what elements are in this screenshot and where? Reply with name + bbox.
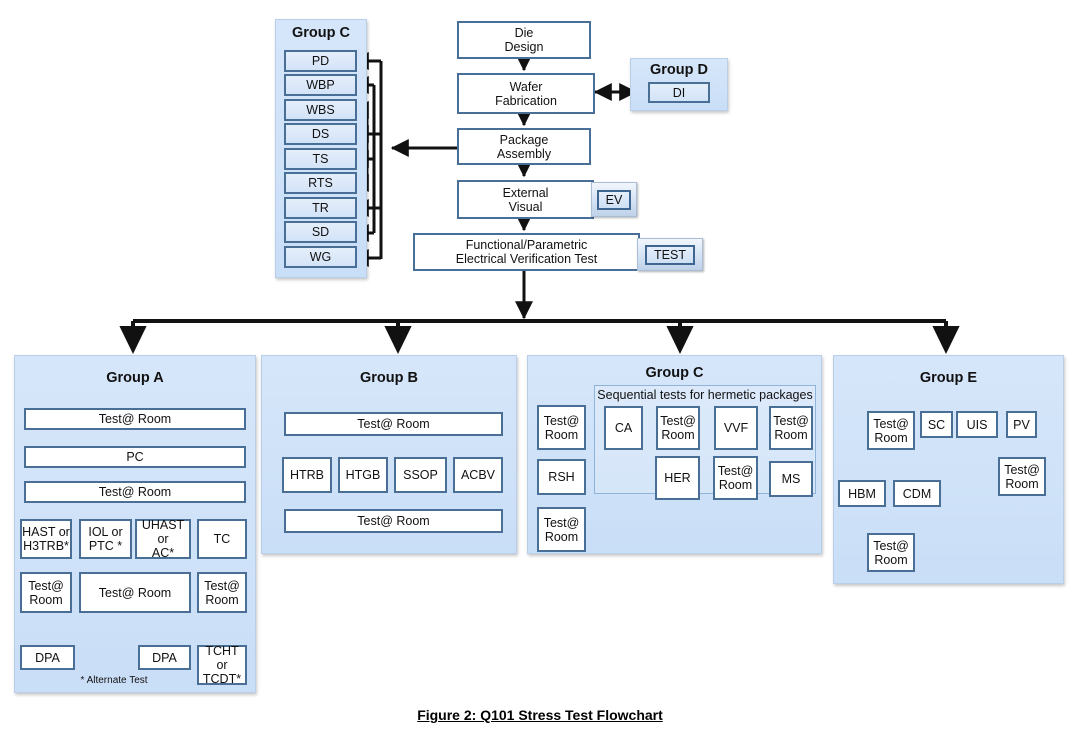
test-badge[interactable]: TEST xyxy=(637,238,703,271)
group-d-title: Group D xyxy=(650,62,708,78)
group-e-test-room-2[interactable]: Test@ Room xyxy=(867,533,915,572)
group-e-title: Group E xyxy=(919,370,978,386)
group-c-item-pd[interactable]: PD xyxy=(284,50,357,72)
test-badge-label: TEST xyxy=(645,244,695,265)
group-a-hast-h3trb[interactable]: HAST or H3TRB* xyxy=(20,519,72,559)
group-c-item-ts[interactable]: TS xyxy=(284,148,357,170)
functional-test-box[interactable]: Functional/Parametric Electrical Verific… xyxy=(413,233,640,271)
group-e-test-room-1[interactable]: Test@ Room xyxy=(867,411,915,450)
group-c-item-wg[interactable]: WG xyxy=(284,246,357,268)
group-c-item-tr[interactable]: TR xyxy=(284,197,357,219)
group-c-top-title: Group C xyxy=(292,25,350,41)
ev-badge-label: EV xyxy=(596,189,632,210)
group-c-rsh[interactable]: RSH xyxy=(537,459,586,495)
group-d-item-di[interactable]: DI xyxy=(648,82,710,103)
group-c-test-room-5[interactable]: Test@ Room xyxy=(713,456,758,500)
group-c-item-wbs[interactable]: WBS xyxy=(284,99,357,121)
die-design-box[interactable]: Die Design xyxy=(457,21,591,59)
group-c-her[interactable]: HER xyxy=(655,456,700,500)
group-b-title: Group B xyxy=(360,370,418,386)
group-a-dpa-1[interactable]: DPA xyxy=(20,645,75,670)
group-a-pc[interactable]: PC xyxy=(24,446,246,468)
group-a-test-room-3[interactable]: Test@ Room xyxy=(20,572,72,613)
group-c-item-rts[interactable]: RTS xyxy=(284,172,357,194)
group-a-tc[interactable]: TC xyxy=(197,519,247,559)
group-a-alternate-test-note: * Alternate Test xyxy=(80,675,148,686)
group-a-test-room-5[interactable]: Test@ Room xyxy=(197,572,247,613)
group-a-test-room-2[interactable]: Test@ Room xyxy=(24,481,246,503)
group-c-item-ds[interactable]: DS xyxy=(284,123,357,145)
group-a-title: Group A xyxy=(106,370,164,386)
hermetic-tests-subtitle: Sequential tests for hermetic packages xyxy=(597,388,813,402)
group-a-iol-ptc[interactable]: IOL or PTC * xyxy=(79,519,132,559)
package-assembly-box[interactable]: Package Assembly xyxy=(457,128,591,165)
wafer-fabrication-box[interactable]: Wafer Fabrication xyxy=(457,73,595,114)
group-b-htgb[interactable]: HTGB xyxy=(338,457,388,493)
group-a-dpa-2[interactable]: DPA xyxy=(138,645,191,670)
group-c-ms[interactable]: MS xyxy=(769,461,813,497)
group-a-uhast-ac[interactable]: UHAST or AC* xyxy=(135,518,191,560)
group-e-pv[interactable]: PV xyxy=(1006,411,1037,438)
group-b-ssop[interactable]: SSOP xyxy=(394,457,447,493)
group-c-item-sd[interactable]: SD xyxy=(284,221,357,243)
group-c-vvf[interactable]: VVF xyxy=(714,406,758,450)
group-c-ca[interactable]: CA xyxy=(604,406,643,450)
ev-badge[interactable]: EV xyxy=(591,182,637,217)
group-e-cdm[interactable]: CDM xyxy=(893,480,941,507)
figure-caption: Figure 2: Q101 Stress Test Flowchart xyxy=(417,707,663,723)
group-e-sc[interactable]: SC xyxy=(920,411,953,438)
group-a-test-room-1[interactable]: Test@ Room xyxy=(24,408,246,430)
group-b-acbv[interactable]: ACBV xyxy=(453,457,503,493)
group-e-hbm[interactable]: HBM xyxy=(838,480,886,507)
group-a-test-room-4[interactable]: Test@ Room xyxy=(79,572,191,613)
group-e-test-room-3[interactable]: Test@ Room xyxy=(998,457,1046,496)
external-visual-box[interactable]: External Visual xyxy=(457,180,594,219)
group-c-bottom-title: Group C xyxy=(645,365,704,381)
group-a-tcht-tcdt[interactable]: TCHT or TCDT* xyxy=(197,644,247,686)
group-c-test-room-3[interactable]: Test@ Room xyxy=(656,406,700,450)
group-c-test-room-1[interactable]: Test@ Room xyxy=(537,405,586,450)
group-b-test-room-bottom[interactable]: Test@ Room xyxy=(284,509,503,533)
group-c-test-room-2[interactable]: Test@ Room xyxy=(537,507,586,552)
group-c-test-room-4[interactable]: Test@ Room xyxy=(769,406,813,450)
group-b-test-room-top[interactable]: Test@ Room xyxy=(284,412,503,436)
group-b-htrb[interactable]: HTRB xyxy=(282,457,332,493)
group-c-item-wbp[interactable]: WBP xyxy=(284,74,357,96)
group-e-uis[interactable]: UIS xyxy=(956,411,998,438)
